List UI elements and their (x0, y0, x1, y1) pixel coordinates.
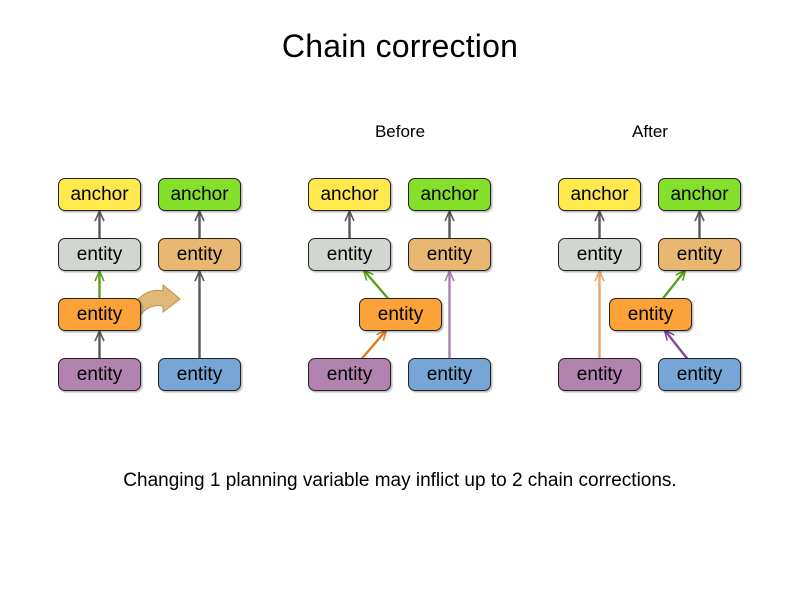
node-label: entity (176, 243, 223, 265)
node-entity-b-e4[interactable]: entity (308, 358, 391, 391)
after-state-edge-0-head-1 (594, 210, 601, 222)
initial-state-edge-2-head-0 (98, 270, 105, 282)
initial-state-edge-4-head-1 (194, 270, 201, 282)
node-entity-i-e4[interactable]: entity (58, 358, 141, 391)
node-label: entity (627, 303, 674, 325)
node-label: entity (76, 243, 123, 265)
after-state-edge-3-head-0 (681, 269, 687, 281)
before-state-edge-4-head-0 (448, 270, 455, 282)
before-state-edge-0-head-1 (344, 210, 351, 222)
node-label: entity (676, 243, 723, 265)
node-label: entity (76, 363, 123, 385)
after-state-edge-4-head-1 (663, 329, 669, 341)
initial-state-edge-0-head-1 (94, 210, 101, 222)
node-label: entity (676, 363, 723, 385)
initial-state-edge-1-head-0 (198, 210, 205, 222)
node-label: anchor (70, 183, 129, 205)
initial-state-edge-0-head-0 (98, 210, 105, 222)
before-state-edge-1-head-0 (448, 210, 455, 222)
node-anchor-b-a1[interactable]: anchor (308, 178, 391, 211)
node-label: anchor (670, 183, 729, 205)
node-entity-f-e4[interactable]: entity (558, 358, 641, 391)
node-entity-f-e3[interactable]: entity (609, 298, 692, 331)
node-label: entity (576, 243, 623, 265)
before-state-edge-3-shaft (360, 330, 387, 360)
initial-state-edge-3-head-0 (98, 330, 105, 342)
node-entity-f-e1[interactable]: entity (558, 238, 641, 271)
node-label: entity (377, 303, 424, 325)
node-label: entity (426, 363, 473, 385)
node-label: anchor (320, 183, 379, 205)
after-state-edge-1-head-0 (698, 210, 705, 222)
node-label: entity (576, 363, 623, 385)
after-state-edge-2-head-0 (598, 270, 605, 282)
node-entity-b-e5[interactable]: entity (408, 358, 491, 391)
node-label: anchor (420, 183, 479, 205)
initial-state-edge-1-head-1 (194, 210, 201, 222)
initial-state-edge-3-head-1 (94, 330, 101, 342)
after-state-edge-3-shaft (661, 270, 686, 300)
after-state-edge-4-shaft (664, 330, 689, 360)
node-anchor-b-a2[interactable]: anchor (408, 178, 491, 211)
before-state-edge-1-head-1 (444, 210, 451, 222)
page-title: Chain correction (281, 28, 519, 64)
initial-state-edge-2-head-1 (94, 270, 101, 282)
node-label: anchor (170, 183, 229, 205)
after-state-edge-1-head-1 (694, 210, 701, 222)
node-entity-b-e1[interactable]: entity (308, 238, 391, 271)
node-anchor-i-a2[interactable]: anchor (158, 178, 241, 211)
node-anchor-f-a2[interactable]: anchor (658, 178, 741, 211)
node-entity-f-e5[interactable]: entity (658, 358, 741, 391)
node-label: entity (76, 303, 123, 325)
node-entity-b-e3[interactable]: entity (359, 298, 442, 331)
slide-caption: Changing 1 planning variable may inflict… (123, 470, 677, 491)
after-state-edge-0-head-0 (598, 210, 605, 222)
after-state-edge-2-head-1 (594, 270, 601, 282)
section-label-before: Before (374, 122, 426, 141)
node-label: entity (326, 243, 373, 265)
node-entity-i-e1[interactable]: entity (58, 238, 141, 271)
section-label-after: After (632, 122, 668, 141)
node-anchor-f-a1[interactable]: anchor (558, 178, 641, 211)
initial-state-edge-4-head-0 (198, 270, 205, 282)
before-state-edge-2-head-1 (362, 269, 368, 281)
before-state-edge-3-head-0 (382, 329, 388, 341)
node-entity-i-e2[interactable]: entity (158, 238, 241, 271)
before-state-edge-0-head-0 (348, 210, 355, 222)
node-label: entity (326, 363, 373, 385)
node-label: entity (426, 243, 473, 265)
before-state-edge-4-head-1 (444, 270, 451, 282)
node-label: anchor (570, 183, 629, 205)
before-state-edge-2-shaft (363, 270, 390, 300)
node-entity-f-e2[interactable]: entity (658, 238, 741, 271)
node-entity-b-e2[interactable]: entity (408, 238, 491, 271)
node-label: entity (176, 363, 223, 385)
node-anchor-i-a1[interactable]: anchor (58, 178, 141, 211)
node-entity-i-e3[interactable]: entity (58, 298, 141, 331)
node-entity-i-e5[interactable]: entity (158, 358, 241, 391)
